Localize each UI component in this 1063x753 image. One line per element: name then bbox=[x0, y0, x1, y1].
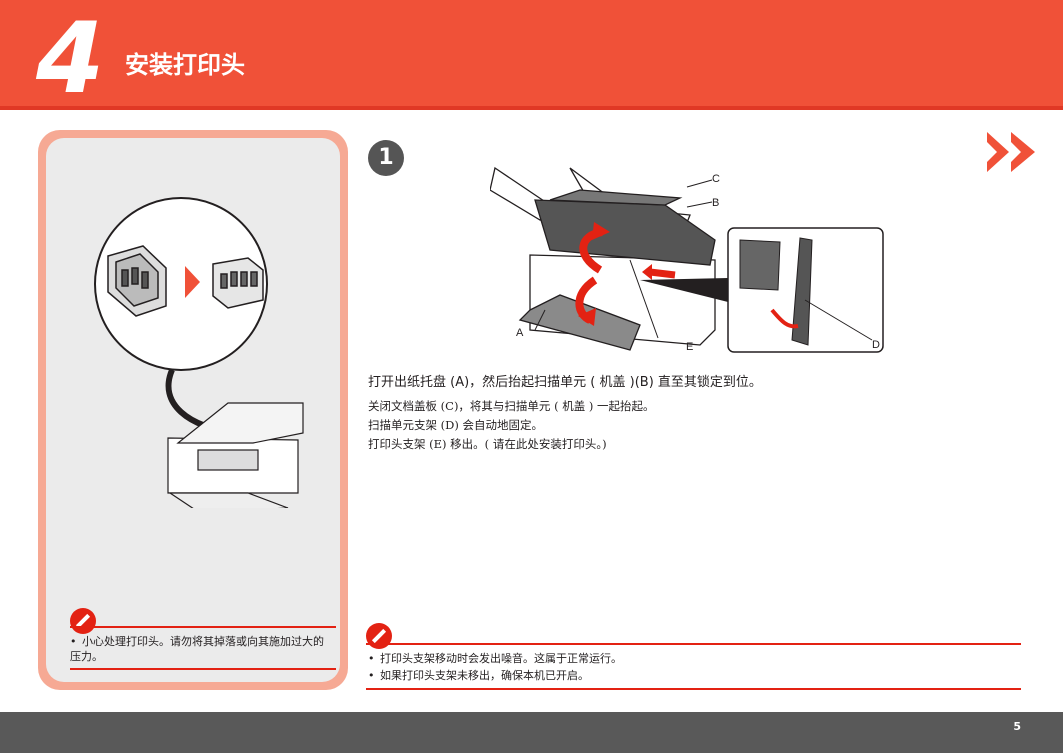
warning-icon bbox=[70, 608, 96, 634]
page-header: 4 安装打印头 bbox=[0, 0, 1063, 110]
page-title: 安装打印头 bbox=[125, 51, 245, 79]
print-head-illustration bbox=[94, 197, 304, 508]
label-b: B bbox=[712, 197, 719, 209]
label-d: D bbox=[872, 339, 880, 351]
warning-bullet-1: •打印头支架移动时会发出噪音。这属于正常运行。 bbox=[368, 652, 622, 665]
warning-top-line bbox=[70, 626, 336, 628]
warning-bottom-line bbox=[366, 688, 1021, 690]
arrow-right-icon bbox=[185, 266, 200, 298]
sub-line-1: 关闭文档盖板 (C)，将其与扫描单元 ( 机盖 ) 一起抬起。 bbox=[368, 399, 655, 413]
next-page-icon[interactable] bbox=[985, 130, 1041, 174]
warning-top-line bbox=[366, 643, 1021, 645]
warning-icon bbox=[366, 623, 392, 649]
warning-bottom-line bbox=[70, 668, 336, 670]
print-head-cap-icon bbox=[107, 245, 167, 317]
page-footer: 5 bbox=[0, 712, 1063, 753]
printer-illustration: C B A E D bbox=[490, 166, 884, 353]
step-number: 4 bbox=[36, 2, 105, 116]
page-number: 5 bbox=[1013, 720, 1021, 733]
sub-line-3: 打印头支架 (E) 移出。( 请在此处安装打印头。) bbox=[368, 437, 607, 451]
side-panel: •小心处理打印头。请勿将其掉落或向其施加过大的压力。 bbox=[38, 130, 348, 690]
print-head-icon bbox=[212, 257, 264, 309]
main-instruction: 打开出纸托盘 (A)，然后抬起扫描单元 ( 机盖 )(B) 直至其锁定到位。 bbox=[368, 375, 762, 390]
side-panel-inner: •小心处理打印头。请勿将其掉落或向其施加过大的压力。 bbox=[46, 138, 340, 682]
warning-bullet: •小心处理打印头。请勿将其掉落或向其施加过大的压力。 bbox=[70, 635, 324, 663]
warning-bullet-2: •如果打印头支架未移出，确保本机已开启。 bbox=[368, 669, 589, 682]
label-c: C bbox=[712, 173, 720, 185]
printer-sketch bbox=[167, 402, 304, 508]
sub-line-2: 扫描单元支架 (D) 会自动地固定。 bbox=[368, 418, 544, 432]
step-circle: 1 bbox=[368, 140, 404, 176]
label-a: A bbox=[516, 327, 524, 339]
label-e: E bbox=[686, 341, 693, 353]
